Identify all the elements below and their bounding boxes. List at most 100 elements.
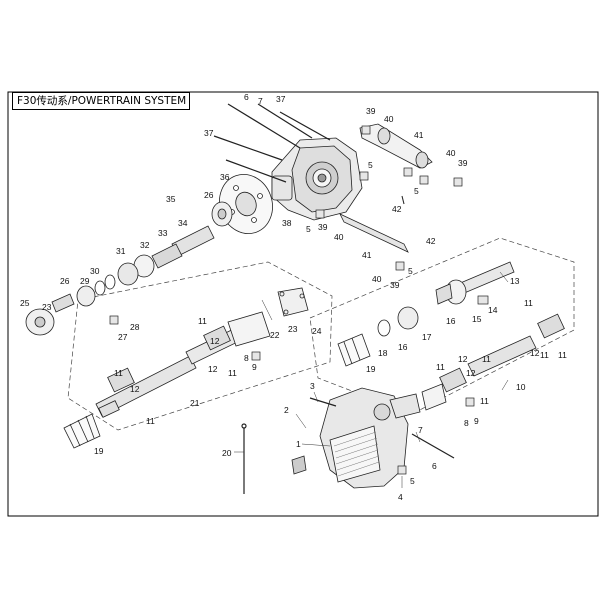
label-part-13: 13 [510, 276, 520, 286]
label-part-14: 14 [488, 305, 498, 315]
label-part-11: 11 [480, 396, 489, 406]
circlip-18 [377, 319, 391, 337]
front-propshaft-assembly [63, 287, 309, 449]
label-part-21: 21 [190, 398, 200, 408]
label-part-30: 30 [90, 266, 100, 276]
universal-joint-rear [203, 325, 231, 351]
label-part-9: 9 [252, 362, 257, 372]
label-part-39: 39 [318, 222, 328, 232]
boot-19-left [63, 413, 101, 449]
label-part-6: 6 [432, 461, 437, 471]
shaft-22 [51, 293, 75, 313]
rear-gearcase-assembly [291, 387, 421, 489]
label-part-27: 27 [118, 332, 128, 342]
label-part-42: 42 [426, 236, 436, 246]
label-part-23: 23 [42, 302, 52, 312]
label-part-10: 10 [516, 382, 526, 392]
pin-20 [241, 423, 247, 494]
label-part-5: 5 [306, 224, 311, 234]
label-part-23: 23 [288, 324, 298, 334]
label-part-42: 42 [392, 204, 402, 214]
boot-19-right [337, 333, 371, 367]
front-driveshaft-group [67, 261, 333, 431]
rear-case-bolts [309, 397, 455, 459]
small-hardware [109, 125, 489, 475]
label-part-12: 12 [466, 368, 476, 378]
ujoint-rear-a [439, 367, 467, 393]
label-part-40: 40 [384, 114, 394, 124]
label-part-16: 16 [446, 316, 456, 326]
label-part-24: 24 [312, 326, 322, 336]
part-labels: 1 2 3 4 5 5 5 5 5 6 6 7 7 8 8 9 9 10 11 … [20, 92, 567, 502]
label-part-26: 26 [204, 190, 214, 200]
label-part-4: 4 [398, 492, 403, 502]
label-part-12: 12 [130, 384, 140, 394]
label-part-11: 11 [482, 354, 491, 364]
label-part-12: 12 [530, 348, 540, 358]
washer-42 [401, 195, 405, 205]
seal-26 [76, 285, 96, 307]
label-part-38: 38 [282, 218, 292, 228]
label-part-8: 8 [244, 353, 249, 363]
label-part-11: 11 [558, 350, 567, 360]
label-part-33: 33 [158, 228, 168, 238]
label-part-8: 8 [464, 418, 469, 428]
label-part-11: 11 [524, 298, 533, 308]
input-shaft-stack [25, 201, 233, 336]
label-part-39: 39 [458, 158, 468, 168]
label-part-19: 19 [366, 364, 376, 374]
label-part-35: 35 [166, 194, 176, 204]
label-part-12: 12 [458, 354, 468, 364]
label-part-5: 5 [414, 186, 419, 196]
label-part-11: 11 [146, 416, 155, 426]
label-part-39: 39 [390, 280, 400, 290]
ujoint-rear-b [537, 313, 565, 339]
rear-propshaft-assembly [337, 261, 565, 411]
housing-bolts [213, 103, 331, 183]
axle-13 [457, 261, 515, 295]
gear-33 [151, 243, 183, 269]
assembly-groupings [67, 237, 575, 431]
diagram-title: F30传动系/POWERTRAIN SYSTEM [12, 92, 190, 110]
propshaft-21 [95, 355, 197, 417]
label-part-11: 11 [228, 368, 237, 378]
front-gearcase-assembly [219, 137, 363, 234]
label-part-20: 20 [222, 448, 232, 458]
label-part-40: 40 [334, 232, 344, 242]
propshaft-10 [467, 335, 537, 377]
bracket-2 [291, 455, 307, 475]
label-part-1: 1 [296, 439, 301, 449]
label-part-36: 36 [220, 172, 230, 182]
washer-29 [94, 280, 106, 296]
rear-driveshaft-group [309, 237, 575, 415]
page-border [7, 91, 599, 517]
label-part-29: 29 [80, 276, 90, 286]
leader-lines [234, 271, 509, 488]
label-part-7: 7 [258, 96, 263, 106]
label-part-40: 40 [372, 274, 382, 284]
label-part-32: 32 [140, 240, 150, 250]
label-part-7: 7 [418, 425, 423, 435]
label-part-5: 5 [368, 160, 373, 170]
label-part-25: 25 [20, 298, 30, 308]
label-part-17: 17 [422, 332, 432, 342]
label-part-22: 22 [270, 330, 280, 340]
flange-22 [227, 311, 271, 347]
ring-16 [435, 283, 453, 305]
label-part-39: 39 [366, 106, 376, 116]
label-part-11: 11 [540, 350, 549, 360]
label-part-9: 9 [474, 416, 479, 426]
label-part-31: 31 [116, 246, 126, 256]
label-part-12: 12 [210, 336, 220, 346]
label-part-40: 40 [446, 148, 456, 158]
label-part-18: 18 [378, 348, 388, 358]
label-part-26: 26 [60, 276, 70, 286]
bearing-17 [397, 306, 419, 330]
bracket-shaft-41 [339, 213, 409, 253]
mount-bracket [339, 123, 433, 253]
label-part-41: 41 [414, 130, 424, 140]
label-part-34: 34 [178, 218, 188, 228]
label-part-11: 11 [436, 362, 445, 372]
